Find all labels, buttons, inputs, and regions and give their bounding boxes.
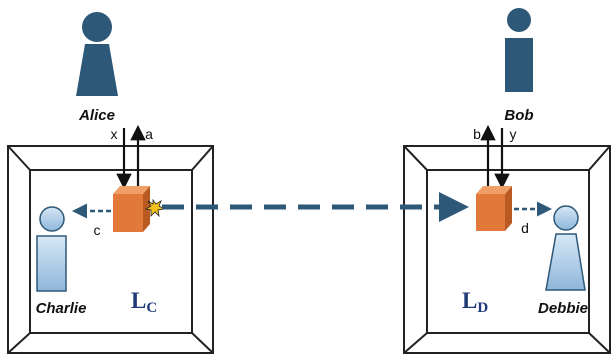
alice-label: Alice (78, 107, 115, 124)
debbie-label: Debbie (538, 300, 588, 317)
left-lab-room (7, 145, 214, 354)
charlie-label: Charlie (36, 300, 87, 317)
b-label: b (473, 126, 481, 142)
bob-figure (505, 8, 533, 92)
d-label: d (521, 220, 529, 236)
a-label: a (145, 126, 153, 142)
c-label: c (94, 222, 101, 238)
right-lab-label-main: L (462, 288, 477, 313)
debbie-figure (545, 205, 586, 291)
x-label: x (111, 126, 118, 142)
right-lab-label-sub: D (477, 300, 488, 316)
right-lab-room (403, 145, 611, 354)
left-lab-label-main: L (131, 288, 146, 313)
charlie-figure (36, 206, 67, 292)
right-box (476, 186, 512, 231)
bob-label: Bob (504, 107, 533, 124)
spark-icon (144, 198, 166, 218)
alice-figure (76, 12, 118, 96)
left-box (113, 186, 150, 232)
y-label: y (510, 126, 517, 142)
right-lab-label: LD (462, 288, 488, 316)
left-lab-label-sub: C (146, 300, 157, 316)
left-lab-label: LC (131, 288, 157, 316)
